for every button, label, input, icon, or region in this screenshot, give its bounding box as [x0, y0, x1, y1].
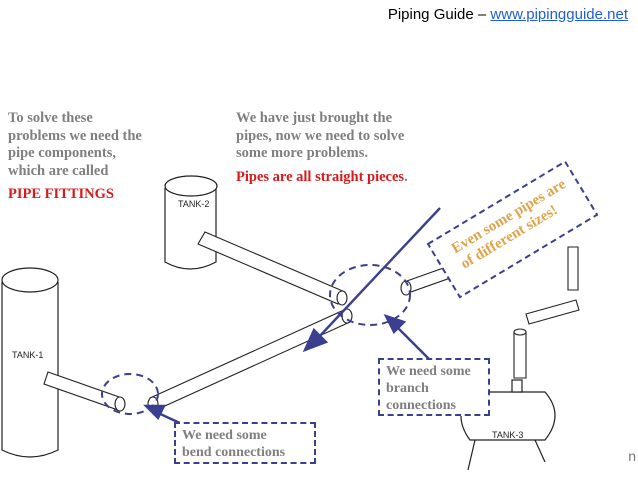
tank-1-label: TANK-1 [12, 350, 43, 360]
middle-line-3: some more problems. [236, 145, 368, 161]
branch-line-3: connections [386, 398, 456, 413]
straight-pieces-line: Pipes are all straight pieces. [236, 169, 408, 187]
left-line-2: problems we need the [8, 127, 142, 144]
branch-callout: We need some branch connections [378, 358, 490, 416]
middle-text: We have just brought the pipes, now we n… [236, 110, 408, 186]
tank-3-label: TANK-3 [492, 430, 523, 440]
straight-pieces-period: . [404, 168, 408, 185]
diff-sizes-box [426, 160, 599, 299]
tank-2-label: TANK-2 [178, 199, 209, 209]
branch-line-1: We need some [386, 364, 471, 379]
website-link[interactable]: www.pipingguide.net [490, 6, 628, 23]
straight-pieces-label: Pipes are all straight pieces [236, 168, 405, 185]
bend-line-2: bend connections [182, 445, 286, 460]
middle-line-1: We have just brought the [236, 110, 393, 126]
tank-2 [164, 175, 218, 270]
left-line-4: which are called [8, 162, 109, 179]
middle-line-2: pipes, now we need to solve [236, 127, 405, 144]
left-text: To solve these problems we need the pipe… [8, 110, 142, 204]
header-title: Piping Guide – [387, 6, 491, 23]
tank-1 [1, 267, 59, 458]
branch-line-2: branch [386, 381, 429, 396]
pipe-fittings-label: PIPE FITTINGS [8, 186, 114, 202]
corner-mark: n [628, 448, 636, 464]
left-line-3: pipe components, [8, 145, 116, 161]
bend-line-1: We need some [182, 428, 267, 443]
left-line-1: To solve these [8, 110, 93, 126]
page-header: Piping Guide – www.pipingguide.net [388, 6, 628, 23]
bend-callout: We need some bend connections [174, 422, 316, 464]
connection-markers [101, 264, 411, 415]
